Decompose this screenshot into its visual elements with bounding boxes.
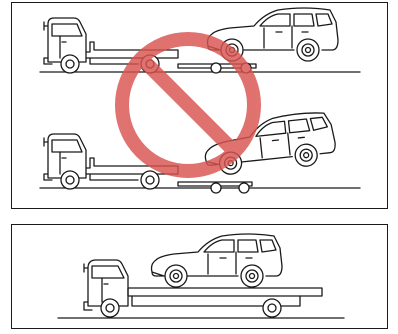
prohibition-sign-icon <box>122 39 254 171</box>
carried-car <box>152 234 283 287</box>
flatbed-truck <box>84 260 322 317</box>
